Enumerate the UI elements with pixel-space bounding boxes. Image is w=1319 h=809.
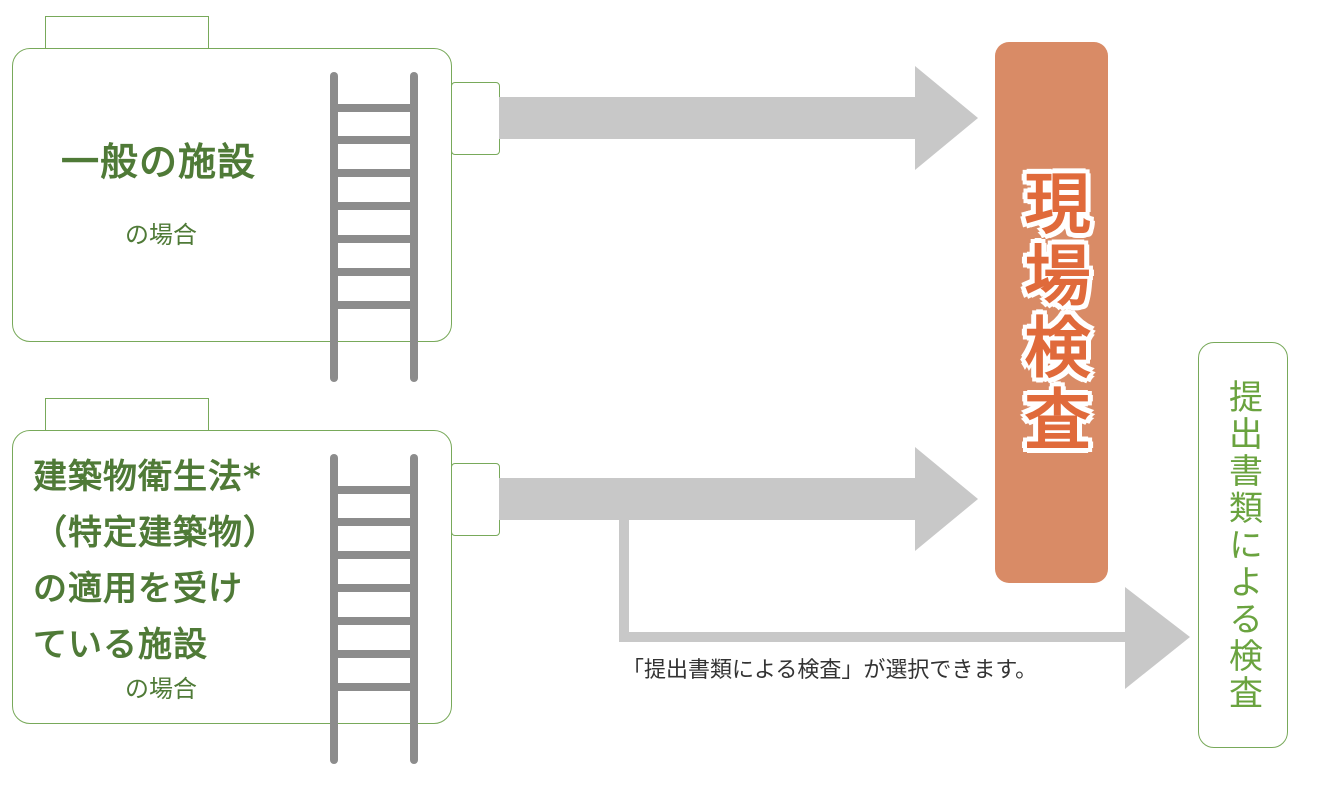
general-facility-card: 一般の施設 の場合 [12,48,452,342]
specific-facility-card: 建築物衛生法* （特定建築物） の適用を受け ている施設 の場合 [12,430,452,724]
top-card-connector [451,82,500,155]
bottom-ladder-icon [330,454,418,764]
specific-facility-subtitle: の場合 [125,675,197,703]
onsite-inspection-label: 現場検査 [1013,168,1091,457]
selection-note: 「提出書類による検査」が選択できます。 [622,658,1038,683]
specific-facility-title-line: 建築物衛生法* [33,457,262,497]
top-arrow [499,66,978,170]
document-inspection-block: 提出書類による検査 [1198,342,1288,748]
bottom-card-connector [451,463,500,536]
specific-facility-title-line: （特定建築物） [33,513,278,553]
specific-facility-title-line: ている施設 [33,625,208,665]
general-facility-title: 一般の施設 [61,140,257,184]
document-inspection-label: 提出書類による検査 [1222,378,1263,712]
specific-facility-title: 建築物衛生法* （特定建築物） の適用を受け ている施設 [33,449,278,673]
middle-arrow [499,447,978,551]
top-card-tab [45,16,209,50]
general-facility-subtitle: の場合 [125,221,197,249]
specific-facility-title-line: の適用を受け [33,569,243,609]
branch-arrow [619,520,1190,689]
top-ladder-icon [330,72,418,382]
bottom-card-tab [45,398,209,432]
onsite-inspection-block: 現場検査 [995,42,1108,583]
